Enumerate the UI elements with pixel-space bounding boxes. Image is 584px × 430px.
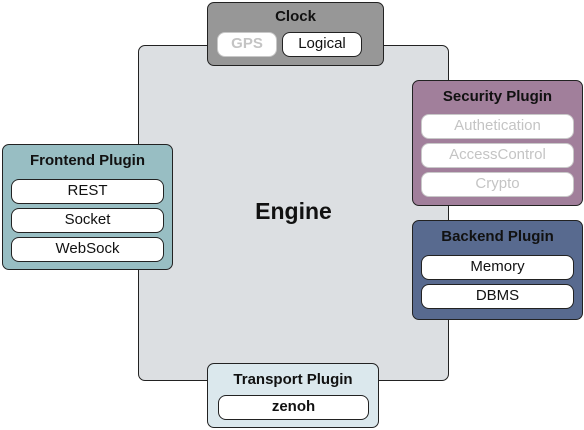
security-plugin-box: Security Plugin Authetication AccessCont…	[412, 80, 583, 206]
clock-title: Clock	[275, 8, 316, 25]
frontend-plugin-box: Frontend Plugin REST Socket WebSock	[2, 144, 173, 270]
engine-box: Engine	[138, 45, 449, 381]
security-item-authetication: Authetication	[421, 114, 574, 139]
security-item-crypto: Crypto	[421, 172, 574, 197]
security-item-accesscontrol: AccessControl	[421, 143, 574, 168]
frontend-item-rest: REST	[11, 179, 164, 204]
transport-plugin-box: Transport Plugin zenoh	[207, 363, 379, 428]
clock-box: Clock GPS Logical	[207, 2, 384, 66]
backend-plugin-box: Backend Plugin Memory DBMS	[412, 220, 583, 320]
frontend-item-socket: Socket	[11, 208, 164, 233]
transport-item-zenoh: zenoh	[218, 395, 369, 420]
backend-item-dbms: DBMS	[421, 284, 574, 309]
clock-item-gps: GPS	[217, 32, 277, 57]
engine-label: Engine	[255, 198, 332, 224]
frontend-plugin-title: Frontend Plugin	[30, 152, 145, 169]
backend-plugin-title: Backend Plugin	[441, 228, 554, 245]
transport-plugin-title: Transport Plugin	[233, 371, 353, 388]
clock-item-logical: Logical	[282, 32, 362, 57]
security-plugin-title: Security Plugin	[442, 88, 553, 105]
frontend-item-websock: WebSock	[11, 237, 164, 262]
backend-item-memory: Memory	[421, 255, 574, 280]
